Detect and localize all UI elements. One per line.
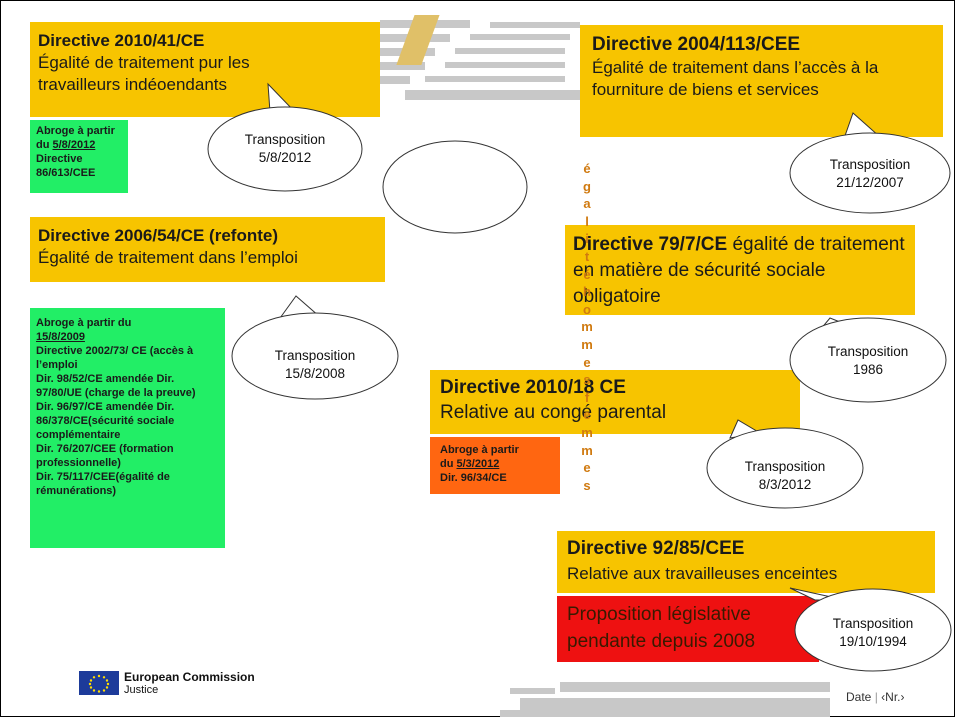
vertical-letter: s: [583, 372, 591, 388]
eu-flag-icon: [79, 671, 119, 695]
vertical-letter: é: [583, 161, 591, 176]
bubble-5-text: Transposition 8/3/2012: [707, 454, 863, 498]
directive-2010-18-box: Directive 2010/18 CE Relative au congé p…: [430, 370, 800, 434]
bubble-6-text: Transposition 19/10/1994: [795, 611, 951, 655]
footer-separator: |: [874, 690, 882, 704]
proposal-box: Proposition législative pendante depuis …: [557, 596, 819, 662]
abroge-1-line1: Abroge à partir: [36, 125, 115, 137]
directive-2010-18-title: Directive 2010/18 CE: [440, 377, 626, 398]
footer-date-page: Date | ‹Nr.›: [846, 690, 904, 704]
vertical-letter: t: [584, 248, 590, 264]
bubble-3-label: Transposition: [274, 348, 356, 363]
abroge-2-date: 15/8/2009: [36, 331, 85, 343]
abroge-box-3: Abroge à partir du 5/3/2012 Dir. 96/34/C…: [430, 437, 560, 494]
bubble-1-text: Transposition 5/8/2012: [208, 127, 362, 171]
bubble-2-date: 21/12/2007: [836, 175, 904, 190]
abroge-3-line1: Abroge à partir: [440, 444, 519, 456]
vertical-letter: e: [583, 407, 591, 423]
directive-2010-18-desc: Relative au congé parental: [440, 402, 667, 423]
bubble-3-date: 15/8/2008: [284, 366, 346, 381]
directive-79-7-title: Directive 79/7/CE: [573, 234, 728, 255]
abroge-2-item-0: Directive 2002/73/ CE (accès à l’emploi: [36, 345, 194, 371]
bubble-6-label: Transposition: [832, 616, 914, 631]
bubble-1-date: 5/8/2012: [258, 150, 312, 165]
directive-92-85-box: Directive 92/85/CEE Relative aux travail…: [557, 531, 935, 593]
abroge-2-line1: Abroge à partir du: [36, 317, 132, 329]
vertical-letter: m: [581, 319, 593, 335]
bubble-4-date: 1986: [852, 362, 884, 377]
abroge-2-item-4: Dir. 75/117/CEE(égalité de rémunérations…: [36, 471, 170, 497]
bubble-2-text: Transposition 21/12/2007: [790, 152, 950, 196]
abroge-2-item-3: Dir. 76/207/CEE (formation professionnel…: [36, 443, 174, 469]
vertical-letter: m: [581, 442, 593, 458]
bubble-4-text: Transposition 1986: [790, 339, 946, 383]
directive-92-85-desc: Relative aux travailleuses enceintes: [567, 564, 838, 583]
vertical-letter: m: [581, 424, 593, 440]
bubble-5-label: Transposition: [744, 459, 826, 474]
abroge-1-line4: 86/613/CEE: [36, 167, 96, 179]
footer-org-block: European Commission Justice: [124, 670, 255, 697]
vertical-letter: e: [583, 354, 591, 370]
abroge-3-line3: Dir. 96/34/CE: [440, 472, 507, 484]
vertical-letter: s: [583, 477, 591, 493]
footer-dept: Justice: [124, 684, 159, 696]
bubble-6-date: 19/10/1994: [839, 634, 907, 649]
abroge-3-date: 5/3/2012: [456, 458, 500, 470]
directive-2010-41-title: Directive 2010/41/CE: [38, 31, 205, 50]
vertical-letter: h: [583, 284, 591, 300]
vertical-letter: i: [585, 231, 589, 247]
abroge-1-line2: du 5/8/2012: [36, 138, 122, 152]
directive-79-7-box: Directive 79/7/CE égalité de traitement …: [565, 225, 915, 315]
abroge-3-line2: du 5/3/2012: [440, 457, 550, 471]
vertical-letter: g: [583, 178, 591, 194]
vertical-letter: f: [584, 389, 590, 405]
vertical-letter: é: [583, 266, 591, 282]
abroge-box-2: Abroge à partir du 15/8/2009 Directive 2…: [30, 308, 225, 548]
directive-79-7-desc: égalité de traitement en matière de sécu…: [573, 234, 905, 307]
vertical-letter: e: [583, 460, 591, 476]
abroge-2-item-2: Dir. 96/97/CE amendée Dir. 86/378/CE(séc…: [36, 401, 175, 441]
vertical-letter: a: [583, 196, 591, 212]
footer-page-label: ‹Nr.›: [881, 690, 905, 704]
proposal-text: Proposition législative pendante depuis …: [567, 604, 756, 652]
directive-2006-54-desc: Égalité de traitement dans l’emploi: [38, 248, 298, 267]
vertical-letter: o: [583, 301, 591, 317]
footer-org-name: European Commission: [124, 670, 255, 684]
directive-2004-113-box: Directive 2004/113/CEE Égalité de traite…: [580, 25, 943, 137]
footer-date-label: Date: [846, 690, 872, 704]
directive-2004-113-title: Directive 2004/113/CEE: [592, 34, 801, 55]
directive-2006-54-title: Directive 2006/54/CE (refonte): [38, 226, 278, 245]
directive-2006-54-box: Directive 2006/54/CE (refonte) Égalité d…: [30, 217, 385, 282]
directive-92-85-title: Directive 92/85/CEE: [567, 538, 745, 559]
abroge-1-date: 5/8/2012: [52, 139, 96, 151]
bubble-1-label: Transposition: [244, 132, 326, 147]
abroge-2-item-1: Dir. 98/52/CE amendée Dir. 97/80/UE (cha…: [36, 373, 196, 399]
directive-2010-41-box: Directive 2010/41/CE Égalité de traiteme…: [30, 22, 380, 117]
bubble-3-text: Transposition 15/8/2008: [232, 343, 398, 387]
abroge-1-du: du: [36, 139, 53, 151]
bubble-2-label: Transposition: [829, 157, 911, 172]
bubble-4-label: Transposition: [827, 344, 909, 359]
bubble-5-date: 8/3/2012: [758, 477, 812, 492]
abroge-box-1: Abroge à partir du 5/8/2012 Directive 86…: [30, 120, 128, 193]
vertical-letter: m: [581, 336, 593, 352]
directive-2010-41-desc: Égalité de traitement pur les travailleu…: [38, 53, 250, 94]
directive-2004-113-desc: Égalité de traitement dans l’accès à la …: [592, 58, 879, 99]
abroge-3-du: du: [440, 458, 457, 470]
vertical-letter: l: [585, 213, 589, 229]
abroge-1-line3: Directive: [36, 153, 83, 165]
